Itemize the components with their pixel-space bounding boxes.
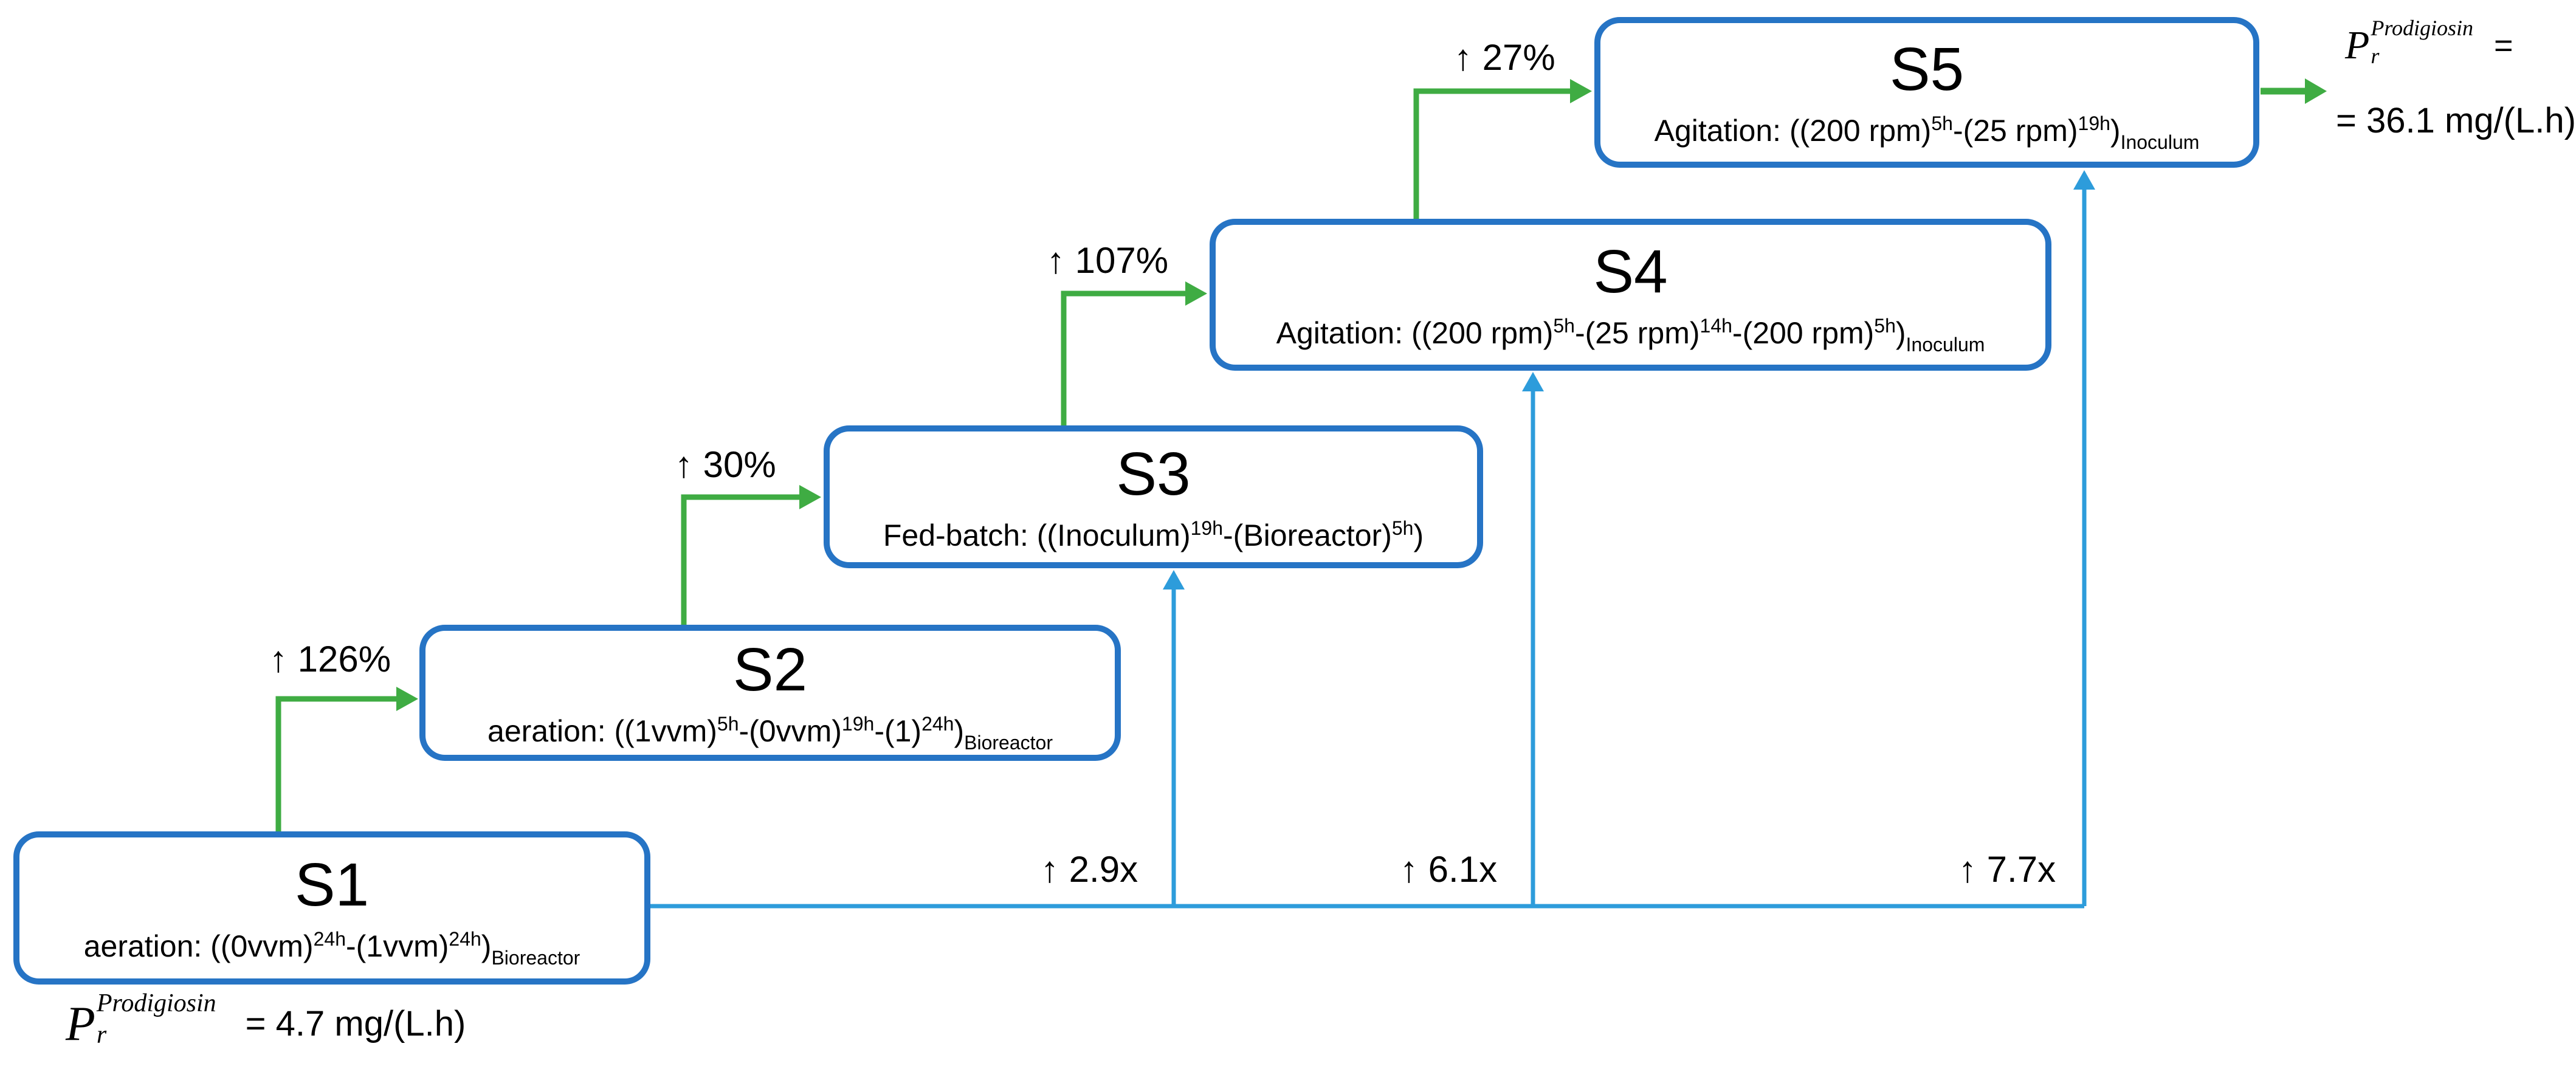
output-arrowhead <box>2305 78 2327 104</box>
improvement-label-s3: ↑ 30% <box>675 444 776 485</box>
fold-arrowhead-s4 <box>1522 372 1544 391</box>
stage-title-s2: S2 <box>732 636 808 704</box>
final-productivity-formula-line2: = 36.1 mg/(L.h) <box>2336 101 2576 140</box>
stage-box-s5: S5 Agitation: ((200 rpm)5h-(25 rpm)19h)I… <box>1594 17 2259 168</box>
stage-box-s3: S3 Fed-batch: ((Inoculum)19h-(Bioreactor… <box>824 425 1483 568</box>
stage-title-s4: S4 <box>1593 238 1668 306</box>
improve-arrow-s1-s2 <box>275 696 398 833</box>
improve-arrow-s3-s4 <box>1061 290 1186 428</box>
improvement-label-s5: ↑ 27% <box>1454 37 1555 78</box>
stage-desc-s4: Agitation: ((200 rpm)5h-(25 rpm)14h-(200… <box>1276 315 1985 356</box>
stage-desc-s1: aeration: ((0vvm)24h-(1vvm)24h)Bioreacto… <box>83 928 580 969</box>
stage-desc-s3: Fed-batch: ((Inoculum)19h-(Bioreactor)5h… <box>883 517 1424 552</box>
improvement-label-s2: ↑ 126% <box>269 639 391 679</box>
fold-label-s4: ↑ 6.1x <box>1400 849 1498 890</box>
improve-arrowhead-s2 <box>396 687 418 711</box>
improvement-label-s4: ↑ 107% <box>1047 240 1169 281</box>
improve-arrow-s2-s3 <box>681 494 801 627</box>
improve-arrowhead-s3 <box>799 485 821 509</box>
stage-desc-s5: Agitation: ((200 rpm)5h-(25 rpm)19h)Inoc… <box>1654 112 2200 154</box>
fold-label-s3: ↑ 2.9x <box>1041 849 1138 890</box>
fold-arrowhead-s3 <box>1163 570 1185 589</box>
improve-arrow-s4-s5 <box>1413 88 1571 221</box>
stage-title-s1: S1 <box>294 851 370 919</box>
stage-title-s3: S3 <box>1116 439 1191 508</box>
improve-arrowhead-s4 <box>1185 281 1207 306</box>
stage-box-s2: S2 aeration: ((1vvm)5h-(0vvm)19h-(1)24h)… <box>419 625 1121 761</box>
stage-box-s1: S1 aeration: ((0vvm)24h-(1vvm)24h)Biorea… <box>13 831 650 985</box>
improve-arrowhead-s5 <box>1570 79 1592 103</box>
stage-box-s4: S4 Agitation: ((200 rpm)5h-(25 rpm)14h-(… <box>1210 219 2051 371</box>
stage-desc-s2: aeration: ((1vvm)5h-(0vvm)19h-(1)24h)Bio… <box>487 713 1053 754</box>
stage-title-s5: S5 <box>1889 35 1965 103</box>
fold-label-s5: ↑ 7.7x <box>1958 849 2056 890</box>
fold-arrowhead-s5 <box>2073 170 2095 190</box>
